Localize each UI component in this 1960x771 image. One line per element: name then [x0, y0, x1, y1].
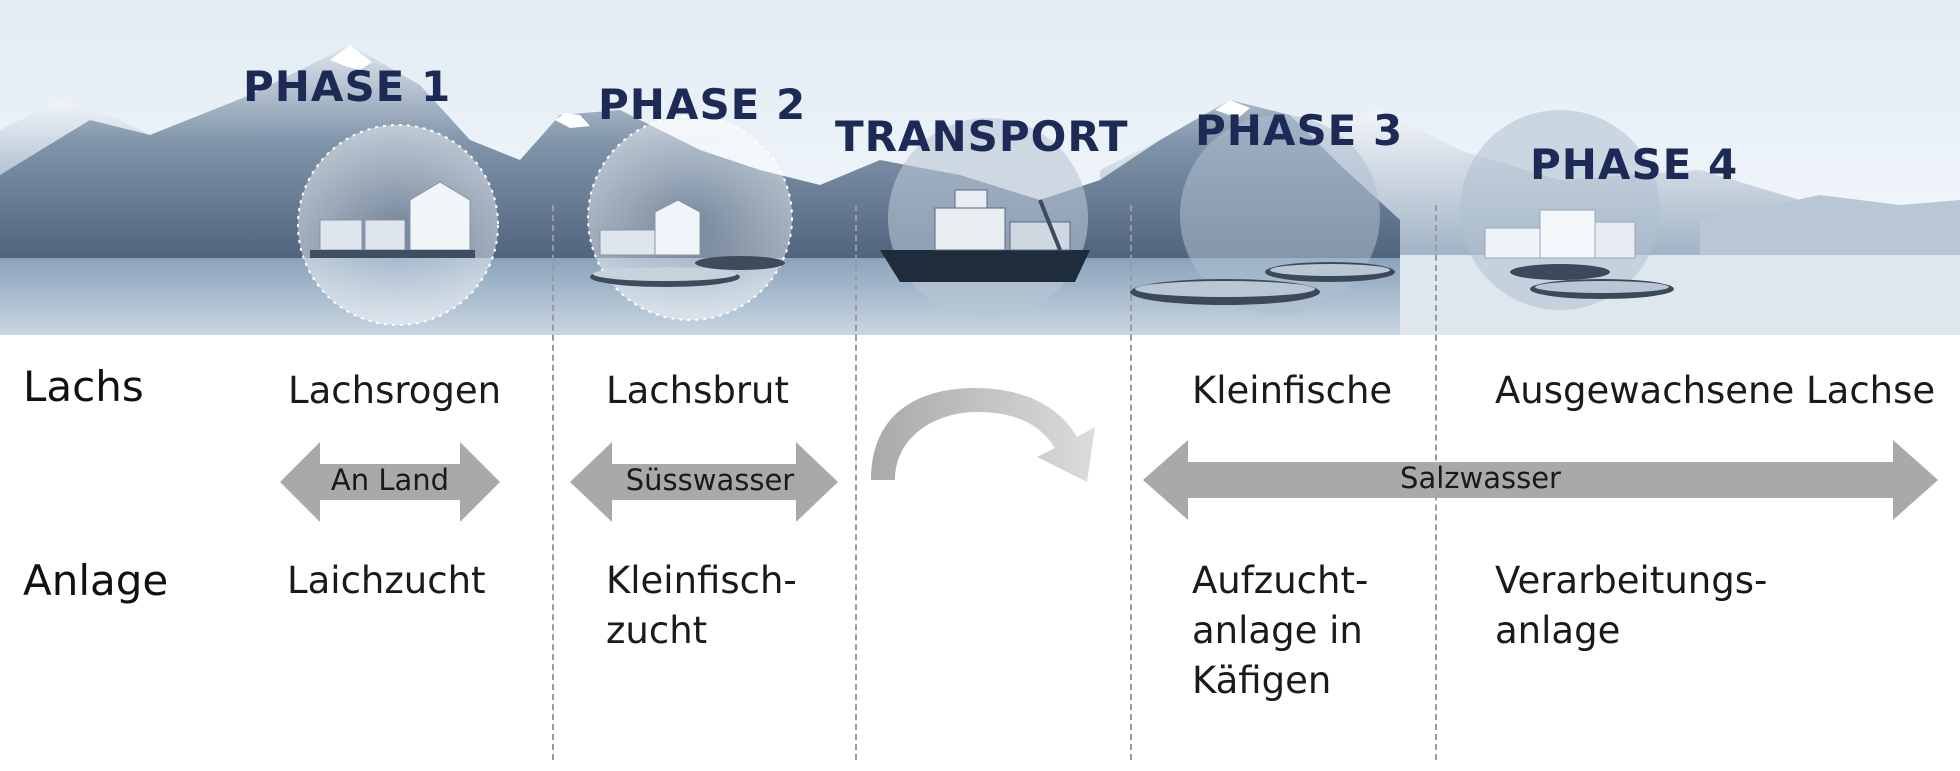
facility-kleinfischzucht-line1: Kleinfisch- — [606, 559, 797, 602]
arrow-suesswasser — [570, 442, 838, 522]
landscape-illustration — [0, 0, 1960, 335]
divider-1 — [552, 205, 554, 760]
arrow-salzwasser — [1143, 440, 1938, 520]
phase-1-title: PHASE 1 — [243, 62, 452, 111]
facility-kaefige-line2: anlage in — [1192, 609, 1363, 652]
facility-verarbeitung-line2: anlage — [1495, 609, 1621, 652]
stage-ausgewachsene-lachse: Ausgewachsene Lachse — [1495, 369, 1936, 412]
divider-3 — [1130, 205, 1132, 760]
stage-lachsbrut: Lachsbrut — [606, 369, 790, 412]
transport-title: TRANSPORT — [835, 112, 1129, 161]
facility-verarbeitung-line1: Verarbeitungs- — [1495, 559, 1768, 602]
facility-kaefige-line3: Käfigen — [1192, 659, 1332, 702]
phase-3-title: PHASE 3 — [1195, 106, 1404, 155]
row-label-lachs: Lachs — [23, 362, 144, 411]
arrow-an-land — [280, 442, 500, 522]
facility-kaefige-line1: Aufzucht- — [1192, 559, 1369, 602]
label-suesswasser: Süsswasser — [625, 463, 795, 497]
divider-2 — [855, 205, 857, 760]
stage-lachsrogen: Lachsrogen — [288, 369, 502, 412]
row-label-anlage: Anlage — [23, 556, 169, 605]
label-salzwasser: Salzwasser — [1400, 461, 1561, 495]
phase-2-title: PHASE 2 — [598, 80, 807, 129]
label-an-land: An Land — [330, 463, 450, 497]
facility-kleinfischzucht-line2: zucht — [606, 609, 708, 652]
stage-kleinfische: Kleinfische — [1192, 369, 1393, 412]
facility-laichzucht: Laichzucht — [287, 559, 486, 602]
phase-4-title: PHASE 4 — [1530, 140, 1739, 189]
landscape-banner — [0, 0, 1960, 335]
transport-curved-arrow — [871, 388, 1095, 482]
